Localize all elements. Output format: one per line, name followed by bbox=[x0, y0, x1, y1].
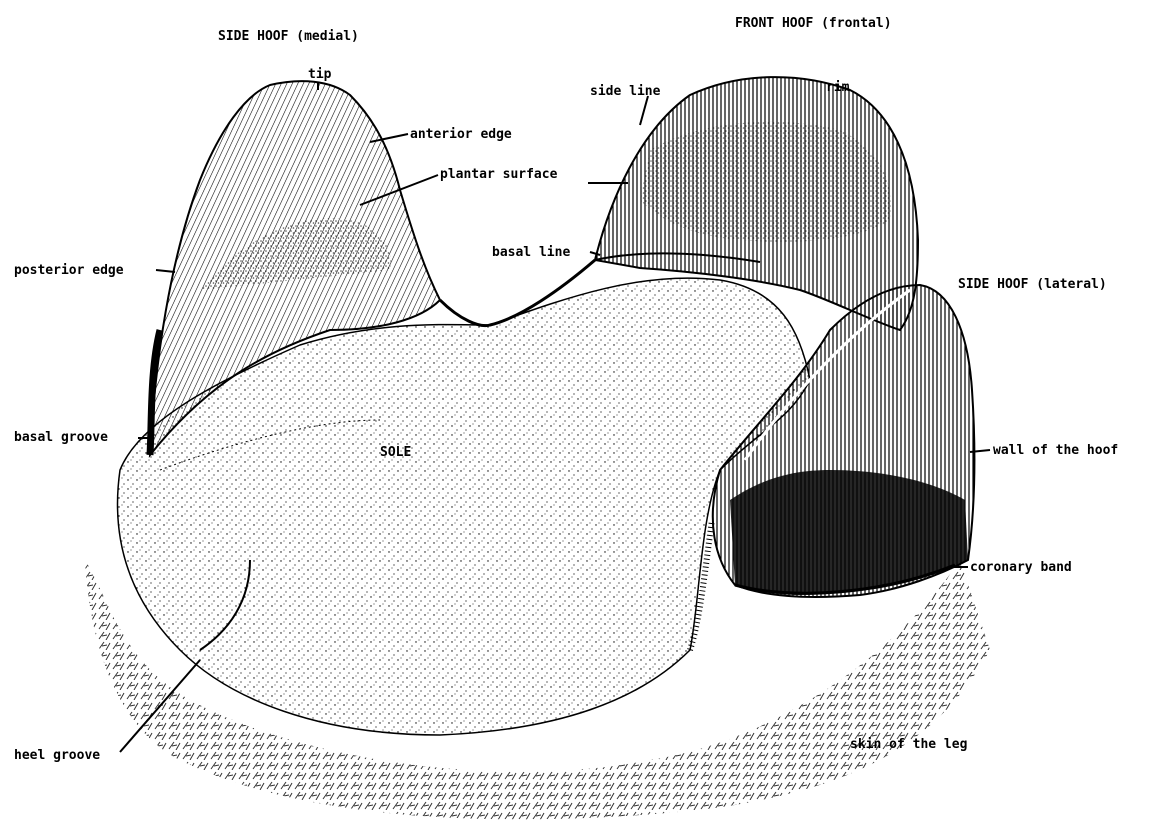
label-posterior-edge: posterior edge bbox=[14, 263, 124, 278]
heading-front-hoof: FRONT HOOF (frontal) bbox=[735, 16, 892, 31]
label-side-line: side line bbox=[590, 84, 661, 99]
label-tip: tip bbox=[308, 67, 332, 82]
label-rim: rim bbox=[826, 80, 850, 95]
label-anterior-edge: anterior edge bbox=[410, 127, 512, 142]
label-wall-of-the-hoof: wall of the hoof bbox=[993, 443, 1118, 458]
heading-side-hoof-medial: SIDE HOOF (medial) bbox=[218, 29, 359, 44]
label-sole: SOLE bbox=[380, 445, 411, 460]
label-basal-line: basal line bbox=[492, 245, 570, 260]
label-basal-groove: basal groove bbox=[14, 430, 108, 445]
label-coronary-band: coronary band bbox=[970, 560, 1072, 575]
label-heel-groove: heel groove bbox=[14, 748, 100, 763]
heading-side-hoof-lateral: SIDE HOOF (lateral) bbox=[958, 277, 1107, 292]
label-skin-of-the-leg: skin of the leg bbox=[850, 737, 967, 752]
label-plantar-surface: plantar surface bbox=[440, 167, 558, 182]
